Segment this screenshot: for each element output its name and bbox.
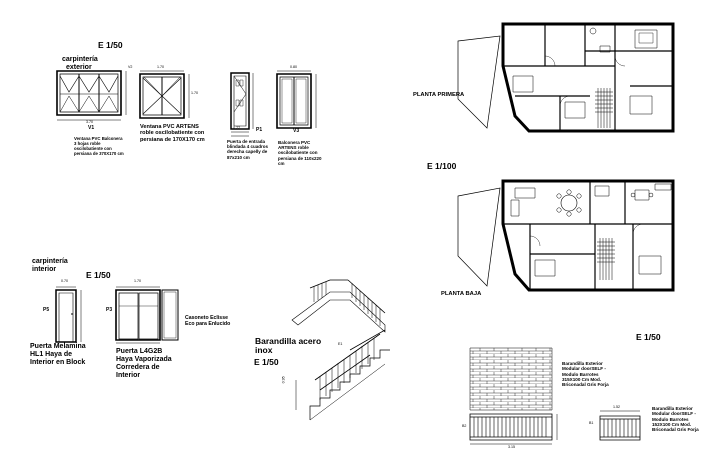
door-p5-dim-w: 0.70 — [61, 279, 68, 283]
window-v2-dim-w: 1.70 — [157, 65, 164, 69]
door-p3-caption-2: Haya Vaporizada — [116, 356, 172, 363]
door-p3-dim-w: 1.70 — [134, 279, 141, 283]
plan-upper-label: PLANTA PRIMERA — [413, 92, 465, 98]
stair-tag: E1 — [338, 342, 343, 346]
floor-plan-ground — [455, 176, 690, 294]
window-v2-caption: Ventana PVC ARTENS roble oscilobatiente … — [140, 124, 205, 143]
railing-b1-dim: 1.52 — [613, 405, 620, 409]
floor-plan-upper — [455, 16, 690, 136]
door-p5-caption-2: HL1 Haya de — [30, 351, 73, 358]
plan-ground-label: PLANTA BAJA — [441, 291, 482, 297]
scale-stair: E 1/50 — [254, 357, 279, 367]
door-p1-caption: Puerta de entrada blindada 4 cuadros der… — [227, 139, 269, 160]
balconera-v3-tag: V3 — [293, 128, 300, 134]
interior-door-p5-elevation — [50, 284, 90, 346]
stair-caption-1: Barandilla acero — [255, 336, 322, 346]
scale-interior: E 1/50 — [86, 270, 111, 280]
carpinteria-exterior-line1: carpintería — [62, 56, 98, 63]
stair-railing-drawing — [290, 280, 390, 420]
scale-rail: E 1/50 — [636, 332, 661, 342]
window-v2-elevation — [138, 68, 198, 126]
stair-caption-2: inox — [255, 345, 273, 355]
balconera-v3-elevation — [274, 68, 324, 134]
railing-b2-elevation — [462, 348, 562, 454]
window-v1-elevation — [55, 68, 135, 130]
railing-b2-caption: Barandilla Exterior Modular doorSELF - M… — [562, 361, 609, 388]
railing-b1-elevation — [594, 408, 644, 448]
door-p5-caption-1: Puerta Melamina — [30, 343, 86, 350]
door-p3-tag: P3 — [106, 307, 113, 313]
door-p1-dim-w: 0.77 — [233, 126, 240, 130]
carpinteria-exterior-line2: exterior — [66, 64, 92, 71]
door-p3-caption-4: Interior — [116, 372, 141, 379]
door-p5-tag: P5 — [43, 307, 50, 313]
railing-b1-caption: Barandilla Exterior Modular doorSELF - M… — [652, 406, 699, 433]
carpinteria-interior-line2: interior — [32, 266, 57, 273]
railing-b2-dim: 3.15 — [508, 445, 515, 449]
window-v1-tag-side: V2 — [128, 65, 133, 69]
door-p3-caption-3: Corredera de — [116, 364, 160, 371]
carpinteria-interior-line1: carpintería — [32, 258, 68, 265]
window-v1-dim-w: 3.70 — [86, 120, 93, 124]
door-p5-caption-3: Interior en Block — [30, 359, 86, 366]
window-v1-caption: Ventana PVC Balconera 3 hojas roble osci… — [74, 136, 124, 156]
balconera-dim-w: 0.80 — [290, 65, 297, 69]
interior-door-p3-elevation — [110, 284, 188, 346]
door-p3-caption-1: Puerta L4G2B — [116, 348, 163, 355]
window-v1-tag: V1 — [88, 125, 95, 131]
railing-b2-tag: B2 — [462, 424, 467, 428]
door-p1-tag: P1 — [256, 127, 263, 133]
window-v2-dim-h: 1.70 — [191, 91, 198, 95]
balconera-v3-caption: Balconera PVC ARTENS roble oscilobatient… — [278, 140, 322, 166]
scale-exterior: E 1/50 — [98, 40, 123, 50]
railing-b1-tag: B1 — [589, 421, 594, 425]
scale-plans: E 1/100 — [427, 161, 457, 171]
stair-dim-h: 0.95 — [281, 376, 286, 384]
casoneto-caption: Casoneto Eclisse Eco para Enlucido — [185, 315, 231, 327]
entrance-door-p1-elevation — [228, 70, 258, 140]
